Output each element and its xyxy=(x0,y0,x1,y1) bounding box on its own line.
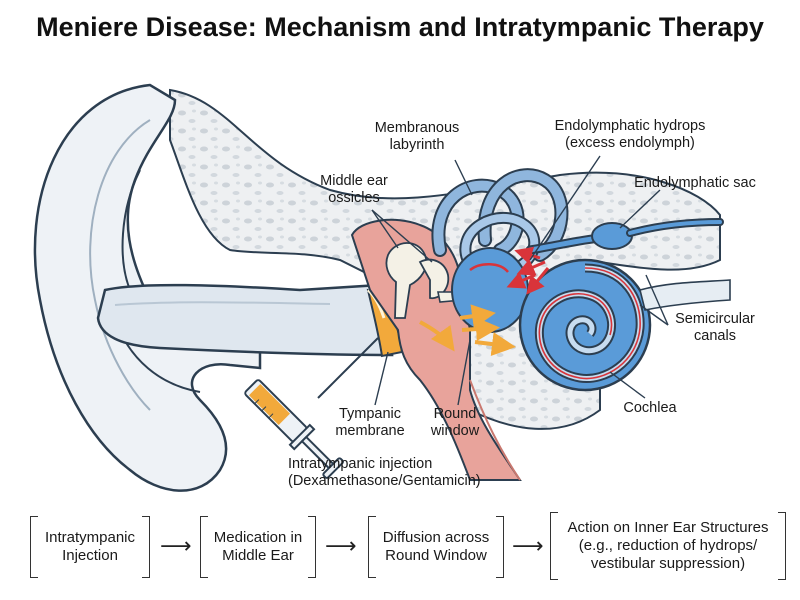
label-endolymphatic-sac: Endolymphatic sac xyxy=(634,175,756,191)
label-membranous-labyrinth: Membranous labyrinth xyxy=(374,120,460,153)
label-middle-ear-ossicles: Middle ear ossicles xyxy=(320,173,388,206)
diffusion-arrow-icon xyxy=(419,304,516,356)
label-endolymphatic-hydrops: Endolymphatic hydrops (excess endolymph) xyxy=(554,118,706,151)
cochlea xyxy=(518,258,652,392)
page-title: Meniere Disease: Mechanism and Intratymp… xyxy=(36,12,764,42)
flow-step-4: Action on Inner Ear Structures (e.g., re… xyxy=(550,512,786,580)
flow-arrow-icon: ⟶ xyxy=(512,534,544,559)
label-intratympanic-injection: Intratympanic injection (Dexamethasone/G… xyxy=(288,456,481,489)
pressure-arrow-icon xyxy=(506,246,550,295)
flow-arrow-icon: ⟶ xyxy=(325,534,357,559)
vestibulocochlear-nerve xyxy=(639,279,731,311)
label-tympanic-membrane: Tympanic membrane xyxy=(335,406,405,439)
flow-step-2: Medication in Middle Ear xyxy=(200,516,316,578)
flow-step-1: Intratympanic Injection xyxy=(30,516,150,578)
label-round-window: Round window xyxy=(430,406,480,439)
syringe-icon xyxy=(244,337,379,479)
label-semicircular-canals: Semicircular canals xyxy=(675,311,755,344)
flow-step-3: Diffusion across Round Window xyxy=(368,516,504,578)
ear-canal xyxy=(96,283,394,357)
label-cochlea: Cochlea xyxy=(623,400,677,416)
flow-arrow-icon: ⟶ xyxy=(160,534,192,559)
leader-lines xyxy=(371,155,669,406)
